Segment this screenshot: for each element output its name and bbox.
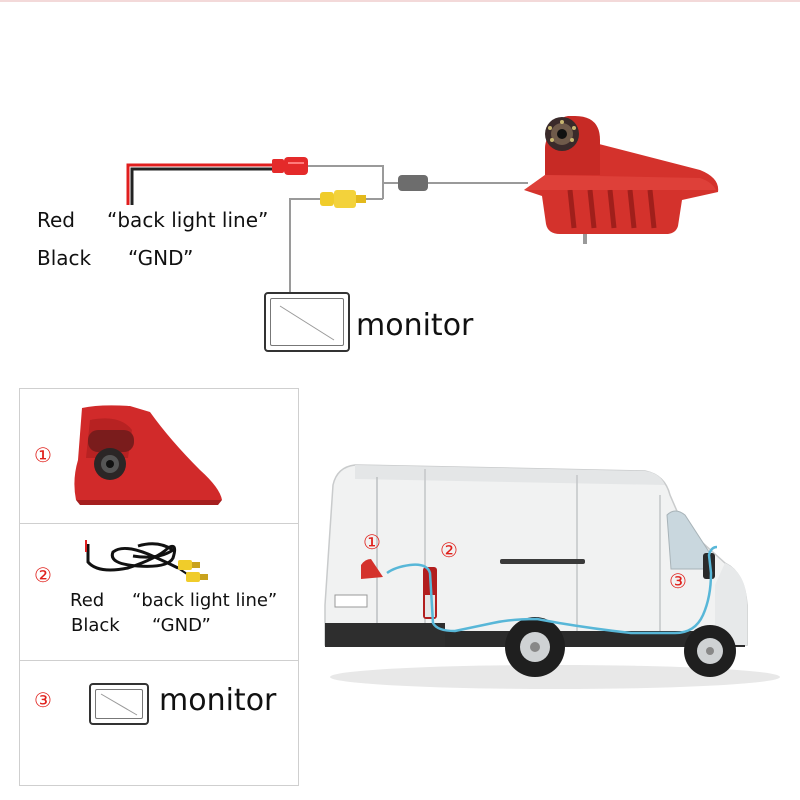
video-wire bbox=[289, 198, 320, 300]
front-wheel-icon bbox=[684, 625, 736, 677]
panel-divider bbox=[20, 660, 298, 661]
red-connector bbox=[272, 157, 308, 175]
black-wire-description: “GND” bbox=[128, 246, 194, 270]
grey-connector bbox=[398, 175, 428, 191]
red-wire bbox=[126, 163, 272, 205]
item2-red-description: “back light line” bbox=[132, 590, 278, 611]
van-illustration bbox=[324, 464, 780, 689]
item2-number: ② bbox=[34, 563, 52, 587]
item3-monitor-label: monitor bbox=[159, 683, 277, 718]
black-wire-label: Black bbox=[37, 246, 92, 270]
item2-black-label: Black bbox=[71, 615, 120, 636]
yellow-rca-connector bbox=[320, 190, 366, 208]
item2-black-description: “GND” bbox=[152, 615, 211, 636]
panel-divider bbox=[20, 523, 298, 524]
top-rule bbox=[0, 0, 800, 2]
components-panel bbox=[19, 388, 299, 786]
van-marker-2: ② bbox=[440, 538, 458, 562]
item3-monitor-icon bbox=[89, 683, 149, 725]
van-marker-1: ① bbox=[363, 530, 381, 554]
rear-wheel-icon bbox=[505, 617, 565, 677]
red-wire-label: Red bbox=[37, 208, 75, 232]
brake-light-camera-top bbox=[524, 116, 719, 244]
wiring-diagram bbox=[126, 116, 719, 300]
cable-route bbox=[386, 545, 718, 635]
item1-number: ① bbox=[34, 443, 52, 467]
black-wire bbox=[130, 167, 272, 205]
red-wire-description: “back light line” bbox=[107, 208, 269, 232]
camera-photo-icon bbox=[74, 405, 223, 505]
monitor-icon bbox=[264, 292, 350, 352]
cable-photo-icon bbox=[85, 540, 208, 582]
monitor-label: monitor bbox=[356, 308, 474, 343]
item3-number: ③ bbox=[34, 688, 52, 712]
van-marker-3: ③ bbox=[669, 569, 687, 593]
item2-red-label: Red bbox=[70, 590, 105, 611]
